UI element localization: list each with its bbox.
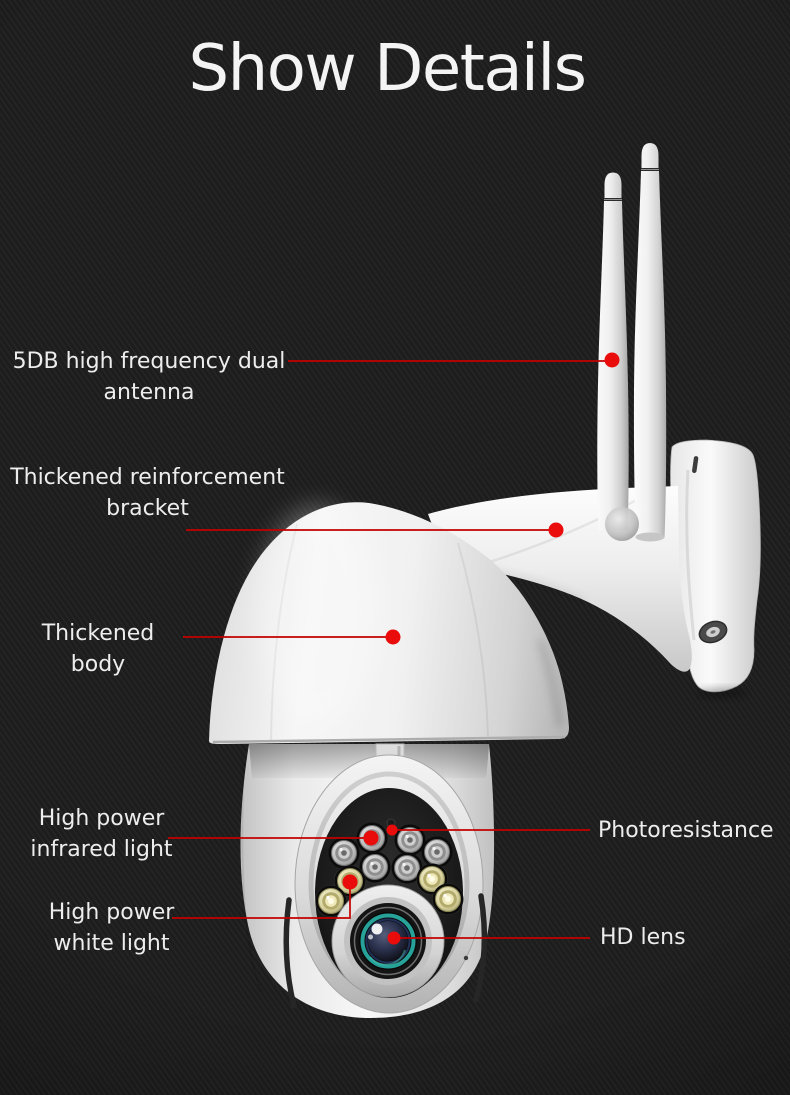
page-title: Show Details bbox=[188, 32, 587, 106]
callout-line-hd-lens bbox=[387, 931, 590, 945]
callout-label-infrared-light: High power infrared light bbox=[30, 806, 173, 862]
plate-slot bbox=[692, 456, 699, 473]
callout-label-hd-lens: HD lens bbox=[600, 925, 686, 950]
ir-led bbox=[359, 851, 391, 883]
mount-screw bbox=[698, 620, 728, 644]
antenna-hinge bbox=[605, 507, 639, 541]
white-led bbox=[432, 883, 464, 915]
callout-line-infrared bbox=[168, 830, 379, 846]
ir-led bbox=[328, 837, 360, 869]
shell-gaps bbox=[283, 893, 488, 1009]
callout-label-white-light: High power white light bbox=[48, 900, 175, 956]
ir-led bbox=[421, 836, 453, 868]
callout-line-white-light bbox=[172, 874, 358, 919]
mic-hole bbox=[463, 955, 469, 961]
callout-label-body: Thickened body bbox=[41, 621, 155, 677]
callout-lines bbox=[168, 352, 620, 945]
callout-label-bracket: Thickened reinforcement bracket bbox=[10, 465, 285, 521]
ir-led bbox=[394, 824, 426, 856]
callout-label-antenna: 5DB high frequency dual antenna bbox=[12, 349, 286, 405]
lens-highlight bbox=[371, 923, 383, 935]
callout-line-body bbox=[183, 629, 401, 645]
camera-lens bbox=[331, 884, 445, 998]
callout-label-photoresistance: Photoresistance bbox=[598, 818, 774, 843]
camera-dome bbox=[209, 502, 569, 744]
ir-led bbox=[391, 852, 423, 884]
antenna-right bbox=[633, 143, 667, 542]
callout-line-photoresistance bbox=[386, 824, 590, 836]
antenna-left bbox=[597, 172, 629, 530]
white-led bbox=[315, 885, 347, 917]
callout-line-antenna bbox=[288, 352, 620, 368]
callout-line-bracket bbox=[186, 522, 564, 538]
